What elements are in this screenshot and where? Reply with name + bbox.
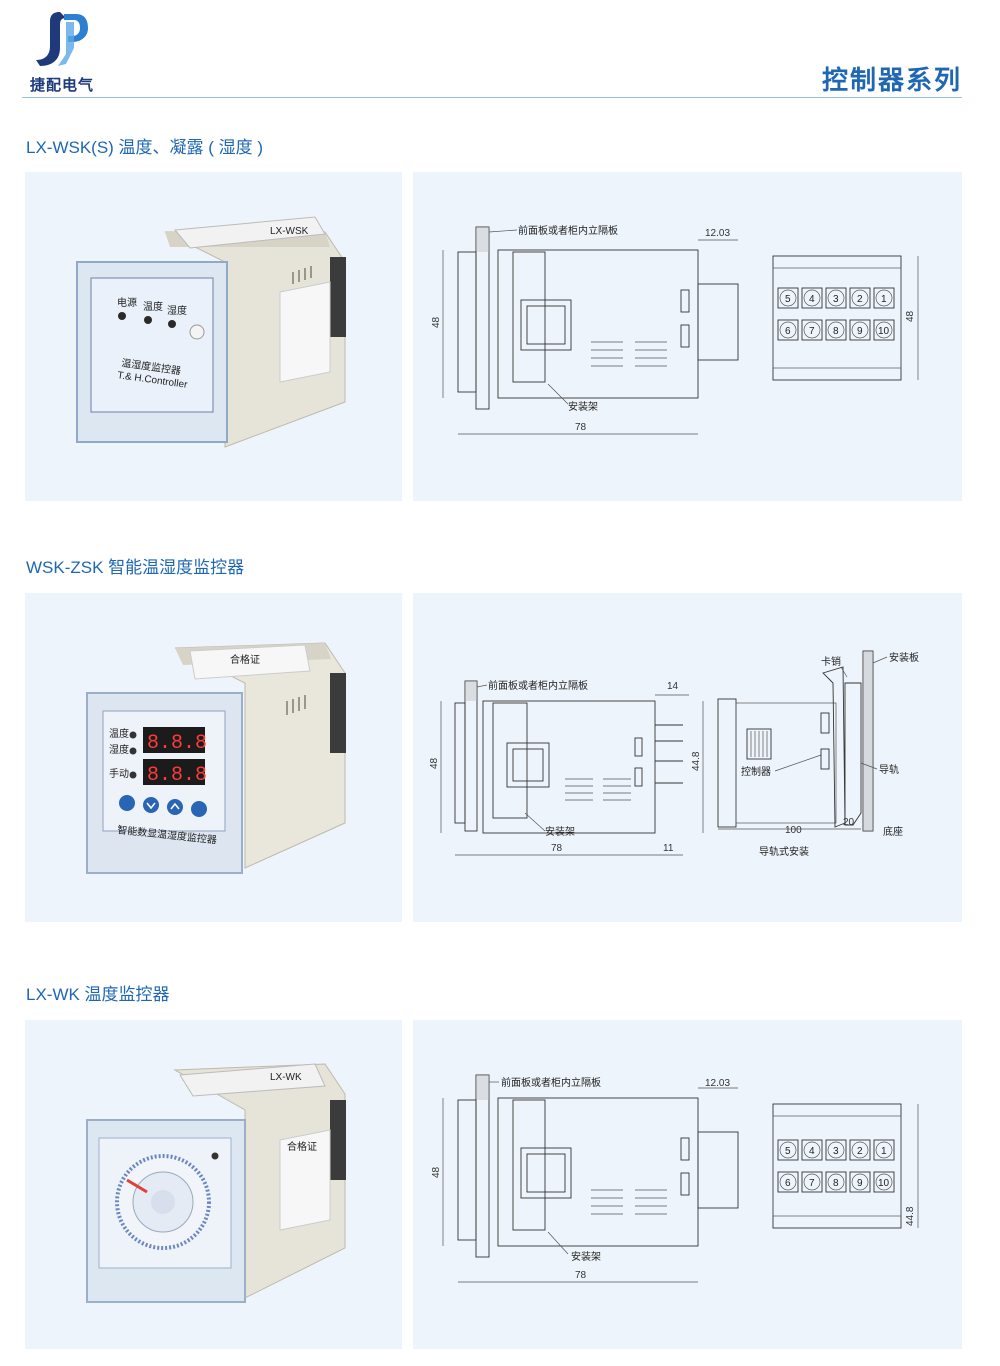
product-photo-lx-wsks: LX-WSK 电源 温度 湿度 温湿度监控器 T.& H.Controller xyxy=(25,172,402,501)
terminal-height: 44.8 xyxy=(905,1206,916,1226)
product-image: LX-WSK 电源 温度 湿度 温湿度监控器 T.& H.Controller xyxy=(76,216,346,448)
indicator-label: 温度 xyxy=(143,300,163,313)
dim-pin: 11 xyxy=(663,843,674,854)
terminal-number: 1 xyxy=(881,1146,887,1157)
product-photo-lx-wk: LX-WK 合格证 xyxy=(25,1020,402,1349)
indicator-label: 温度 xyxy=(109,727,129,740)
cert-label: 合格证 xyxy=(230,653,260,666)
terminal-number: 5 xyxy=(785,1146,791,1157)
series-title: 控制器系列 xyxy=(821,66,962,96)
product-image: 合格证 温度 湿度 手动 8.8.8 8.8.8 智能数显温湿度监控器 xyxy=(86,642,346,874)
panel-label: 前面板或者柜内立隔板 xyxy=(488,679,588,692)
bracket-label: 安装架 xyxy=(568,400,598,413)
top-model-label: LX-WK xyxy=(270,1072,302,1083)
terminal-height: 48 xyxy=(905,310,916,322)
terminal-number: 2 xyxy=(857,1146,863,1157)
bracket-label: 安装架 xyxy=(571,1250,601,1263)
terminal-number: 7 xyxy=(809,326,815,337)
dim-rail-gap: 20 xyxy=(843,817,855,828)
pointer-icon xyxy=(126,1178,148,1194)
power-led-icon xyxy=(118,312,126,320)
dimension-drawing-lx-wk: 前面板或者柜内立隔板 48 78 12.03 安装架 xyxy=(413,1020,962,1349)
terminal-number: 9 xyxy=(857,326,863,337)
manual-led-icon xyxy=(129,771,137,779)
dim-height: 48 xyxy=(431,316,442,328)
down-button-icon[interactable] xyxy=(143,797,159,813)
dimension-drawing: 前面板或者柜内立隔板 48 78 12.03 安装架 xyxy=(431,224,919,435)
product-photo-wsk-zsk: 合格证 温度 湿度 手动 8.8.8 8.8.8 智能数显温湿度监控器 xyxy=(25,593,402,922)
dim-width: 78 xyxy=(575,1270,587,1281)
mode-button-icon[interactable] xyxy=(191,801,207,817)
adjust-knob-icon xyxy=(189,324,205,340)
up-button-icon[interactable] xyxy=(167,799,183,815)
terminal-number: 3 xyxy=(833,294,839,305)
header-divider xyxy=(22,97,962,98)
indicator-label: 手动 xyxy=(109,767,129,780)
rail-plate-label: 安装板 xyxy=(889,651,919,664)
temp-led-icon xyxy=(144,316,152,324)
terminal-number: 7 xyxy=(809,1178,815,1189)
terminal-row-top: 5 4 3 2 1 xyxy=(777,1139,895,1161)
dim-height: 48 xyxy=(429,757,440,769)
panel-label: 前面板或者柜内立隔板 xyxy=(518,224,618,237)
terminal-number: 3 xyxy=(833,1146,839,1157)
indicator-label: 电源 xyxy=(117,296,137,309)
dim-depth: 12.03 xyxy=(705,228,730,239)
dim-height: 48 xyxy=(431,1166,442,1178)
dim-width: 78 xyxy=(575,422,587,433)
indicator-label: 湿度 xyxy=(109,743,129,756)
temp-led-icon xyxy=(129,731,137,739)
terminal-number: 4 xyxy=(809,294,815,305)
dim-rail-width: 100 xyxy=(785,825,802,836)
terminal-number: 2 xyxy=(857,294,863,305)
terminal-number: 10 xyxy=(878,326,890,337)
rail-caption: 导轨式安装 xyxy=(759,845,809,858)
rail-pin-label: 卡销 xyxy=(821,655,841,668)
humidity-led-icon xyxy=(168,320,176,328)
terminal-row-bottom: 6 7 8 9 10 xyxy=(777,1171,895,1193)
jp-logo-icon xyxy=(36,12,88,66)
terminal-number: 4 xyxy=(809,1146,815,1157)
humidity-readout: 8.8.8 xyxy=(147,764,207,787)
section-title-lx-wk: LX-WK 温度监控器 xyxy=(26,985,170,1004)
dimension-drawing: 前面板或者柜内立隔板 48 78 12.03 安装架 xyxy=(431,1074,919,1283)
product-image: LX-WK 合格证 xyxy=(86,1063,346,1303)
dimension-drawing: 前面板或者柜内立隔板 48 78 11 14 44.8 安装架 xyxy=(429,650,919,858)
terminal-row-top: 5 4 3 2 1 xyxy=(777,287,895,309)
dim-depth: 14 xyxy=(667,681,679,692)
indicator-label: 湿度 xyxy=(167,304,187,317)
top-model-label: LX-WSK xyxy=(270,226,309,237)
terminal-number: 8 xyxy=(833,1178,839,1189)
terminal-row-bottom: 6 7 8 9 10 xyxy=(777,319,895,341)
brand-logo: 捷配电气 xyxy=(22,8,102,94)
dim-width: 78 xyxy=(551,843,563,854)
temperature-readout: 8.8.8 xyxy=(147,732,207,755)
terminal-number: 6 xyxy=(785,326,791,337)
rail-label: 导轨 xyxy=(879,763,899,776)
rail-controller-label: 控制器 xyxy=(741,765,771,778)
cert-label: 合格证 xyxy=(287,1140,317,1153)
set-button-icon[interactable] xyxy=(119,795,135,811)
temperature-display xyxy=(143,727,205,753)
bracket-label: 安装架 xyxy=(545,825,575,838)
terminal-number: 5 xyxy=(785,294,791,305)
logo-text: 捷配电气 xyxy=(29,76,94,94)
status-led-icon xyxy=(211,1152,219,1160)
terminal-number: 8 xyxy=(833,326,839,337)
dimension-drawing-lx-wsks: 前面板或者柜内立隔板 48 78 12.03 安装架 xyxy=(413,172,962,501)
terminal-number: 6 xyxy=(785,1178,791,1189)
dimension-drawing-wsk-zsk: 前面板或者柜内立隔板 48 78 11 14 44.8 安装架 xyxy=(413,593,962,922)
humidity-led-icon xyxy=(129,747,137,755)
dim-depth: 12.03 xyxy=(705,1078,730,1089)
rail-base-label: 底座 xyxy=(883,825,903,838)
section-title-lx-wsks: LX-WSK(S) 温度、凝露 ( 湿度 ) xyxy=(26,138,264,157)
terminal-number: 1 xyxy=(881,294,887,305)
terminal-number: 10 xyxy=(878,1178,890,1189)
humidity-display xyxy=(143,759,205,785)
dim-side: 44.8 xyxy=(691,751,702,771)
page-header: 捷配电气 控制器系列 xyxy=(0,0,1000,100)
section-title-wsk-zsk: WSK-ZSK 智能温湿度监控器 xyxy=(26,558,245,577)
panel-label: 前面板或者柜内立隔板 xyxy=(501,1076,601,1089)
terminal-number: 9 xyxy=(857,1178,863,1189)
